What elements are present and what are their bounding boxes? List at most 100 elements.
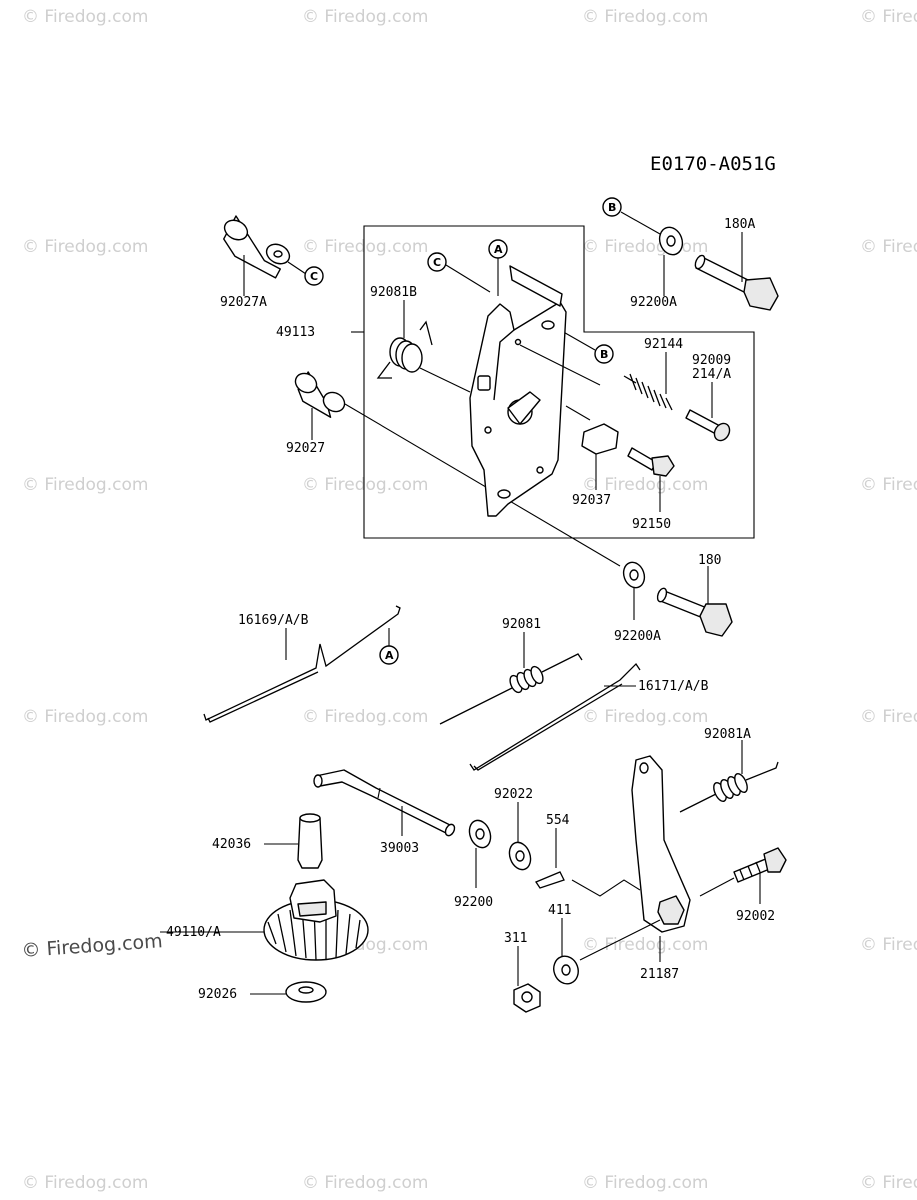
label-92009: 92009 bbox=[692, 353, 731, 368]
watermark: © Firedog.com bbox=[582, 1173, 708, 1193]
lever-21187 bbox=[631, 755, 691, 933]
bolt-92002 bbox=[733, 847, 787, 883]
shaft-39003 bbox=[313, 769, 456, 837]
label-92081: 92081 bbox=[502, 617, 541, 632]
watermark: © Firedog.com bbox=[860, 475, 917, 495]
watermark: © Firedog.com bbox=[582, 475, 708, 495]
watermark: © Firedog.com bbox=[582, 237, 708, 257]
label-92081a: 92081A bbox=[704, 727, 751, 742]
ref-letter: C bbox=[310, 270, 318, 283]
watermark-main: © Firedog.com bbox=[21, 930, 164, 962]
ref-circle-b: B bbox=[594, 344, 614, 364]
label-92081b: 92081B bbox=[370, 285, 417, 300]
watermark: © Firedog.com bbox=[860, 935, 917, 955]
ref-letter: B bbox=[608, 201, 616, 214]
washer-92022 bbox=[508, 841, 532, 871]
watermark: © Firedog.com bbox=[582, 707, 708, 727]
watermark-group: © Firedog.com © Firedog.com © Firedog.co… bbox=[21, 7, 917, 1193]
ref-letter: C bbox=[433, 256, 441, 269]
bolt-92150 bbox=[627, 447, 675, 477]
ref-letter: B bbox=[600, 348, 608, 361]
pin-42036 bbox=[297, 813, 323, 869]
ref-circle-c: C bbox=[304, 266, 324, 286]
leader-line bbox=[699, 877, 735, 897]
leader-line bbox=[565, 405, 591, 421]
leader-line bbox=[344, 403, 621, 567]
spring-92081a bbox=[679, 761, 779, 813]
pin-554 bbox=[535, 871, 565, 889]
watermark: © Firedog.com bbox=[582, 7, 708, 27]
rod-16169 bbox=[203, 605, 401, 723]
label-92200: 92200 bbox=[454, 895, 493, 910]
washer-92200a bbox=[622, 561, 646, 589]
label-39003: 39003 bbox=[380, 841, 419, 856]
leader-line bbox=[419, 367, 471, 393]
nut-311 bbox=[513, 983, 541, 1013]
label-92022: 92022 bbox=[494, 787, 533, 802]
label-92144: 92144 bbox=[644, 337, 683, 352]
watermark: © Firedog.com bbox=[302, 475, 428, 495]
label-16171: 16171/A/B bbox=[638, 679, 709, 694]
watermark: © Firedog.com bbox=[302, 7, 428, 27]
ref-letter: A bbox=[494, 243, 503, 256]
label-92037: 92037 bbox=[572, 493, 611, 508]
bolt-180 bbox=[656, 587, 733, 637]
watermark: © Firedog.com bbox=[860, 1173, 917, 1193]
spring-92081 bbox=[439, 653, 583, 725]
washer-92026 bbox=[285, 981, 327, 1003]
washer-92200a-top bbox=[658, 226, 684, 256]
label-49110: 49110/A bbox=[166, 925, 221, 940]
label-92200a-top: 92200A bbox=[630, 295, 677, 310]
spring-92144 bbox=[623, 373, 673, 411]
ref-circle-b: B bbox=[602, 197, 622, 217]
control-plate-49113 bbox=[469, 265, 567, 517]
clip-92037 bbox=[581, 423, 619, 455]
watermark: © Firedog.com bbox=[302, 237, 428, 257]
watermark: © Firedog.com bbox=[302, 1173, 428, 1193]
watermark: © Firedog.com bbox=[860, 707, 917, 727]
watermark: © Firedog.com bbox=[22, 707, 148, 727]
watermark: © Firedog.com bbox=[860, 237, 917, 257]
leader-line bbox=[620, 211, 661, 235]
spring-92081b bbox=[376, 320, 433, 379]
rod-16171 bbox=[469, 662, 641, 771]
watermark: © Firedog.com bbox=[860, 7, 917, 27]
label-554: 554 bbox=[546, 813, 570, 828]
label-92150: 92150 bbox=[632, 517, 671, 532]
label-180a: 180A bbox=[724, 217, 755, 232]
label-16169: 16169/A/B bbox=[238, 613, 309, 628]
washer-411 bbox=[553, 955, 579, 985]
watermark: © Firedog.com bbox=[302, 707, 428, 727]
ref-circle-c: C bbox=[427, 252, 447, 272]
leader-line bbox=[579, 919, 661, 961]
diagram-code: E0170-A051G bbox=[650, 153, 776, 175]
label-92026: 92026 bbox=[198, 987, 237, 1002]
ref-circle-a: A bbox=[379, 645, 399, 665]
watermark: © Firedog.com bbox=[582, 935, 708, 955]
label-92002: 92002 bbox=[736, 909, 775, 924]
label-92200a: 92200A bbox=[614, 629, 661, 644]
label-42036: 42036 bbox=[212, 837, 251, 852]
label-92027: 92027 bbox=[286, 441, 325, 456]
label-49113: 49113 bbox=[276, 325, 315, 340]
leader-line bbox=[287, 261, 307, 275]
watermark: © Firedog.com bbox=[22, 237, 148, 257]
label-21187: 21187 bbox=[640, 967, 679, 982]
label-411: 411 bbox=[548, 903, 571, 918]
bolt-180a bbox=[694, 254, 779, 311]
leader-line bbox=[445, 264, 491, 293]
washer-92200 bbox=[468, 819, 492, 849]
label-214a: 214/A bbox=[692, 367, 731, 382]
leader-line bbox=[519, 344, 601, 386]
label-311: 311 bbox=[504, 931, 527, 946]
label-92027a: 92027A bbox=[220, 295, 267, 310]
leader-line bbox=[559, 329, 596, 351]
label-180: 180 bbox=[698, 553, 721, 568]
screw-92009 bbox=[685, 409, 731, 442]
ref-letter: A bbox=[385, 649, 394, 662]
watermark: © Firedog.com bbox=[22, 1173, 148, 1193]
gear-49110 bbox=[263, 879, 369, 961]
ref-circle-a: A bbox=[488, 239, 508, 259]
spacer-92027a bbox=[223, 215, 291, 279]
